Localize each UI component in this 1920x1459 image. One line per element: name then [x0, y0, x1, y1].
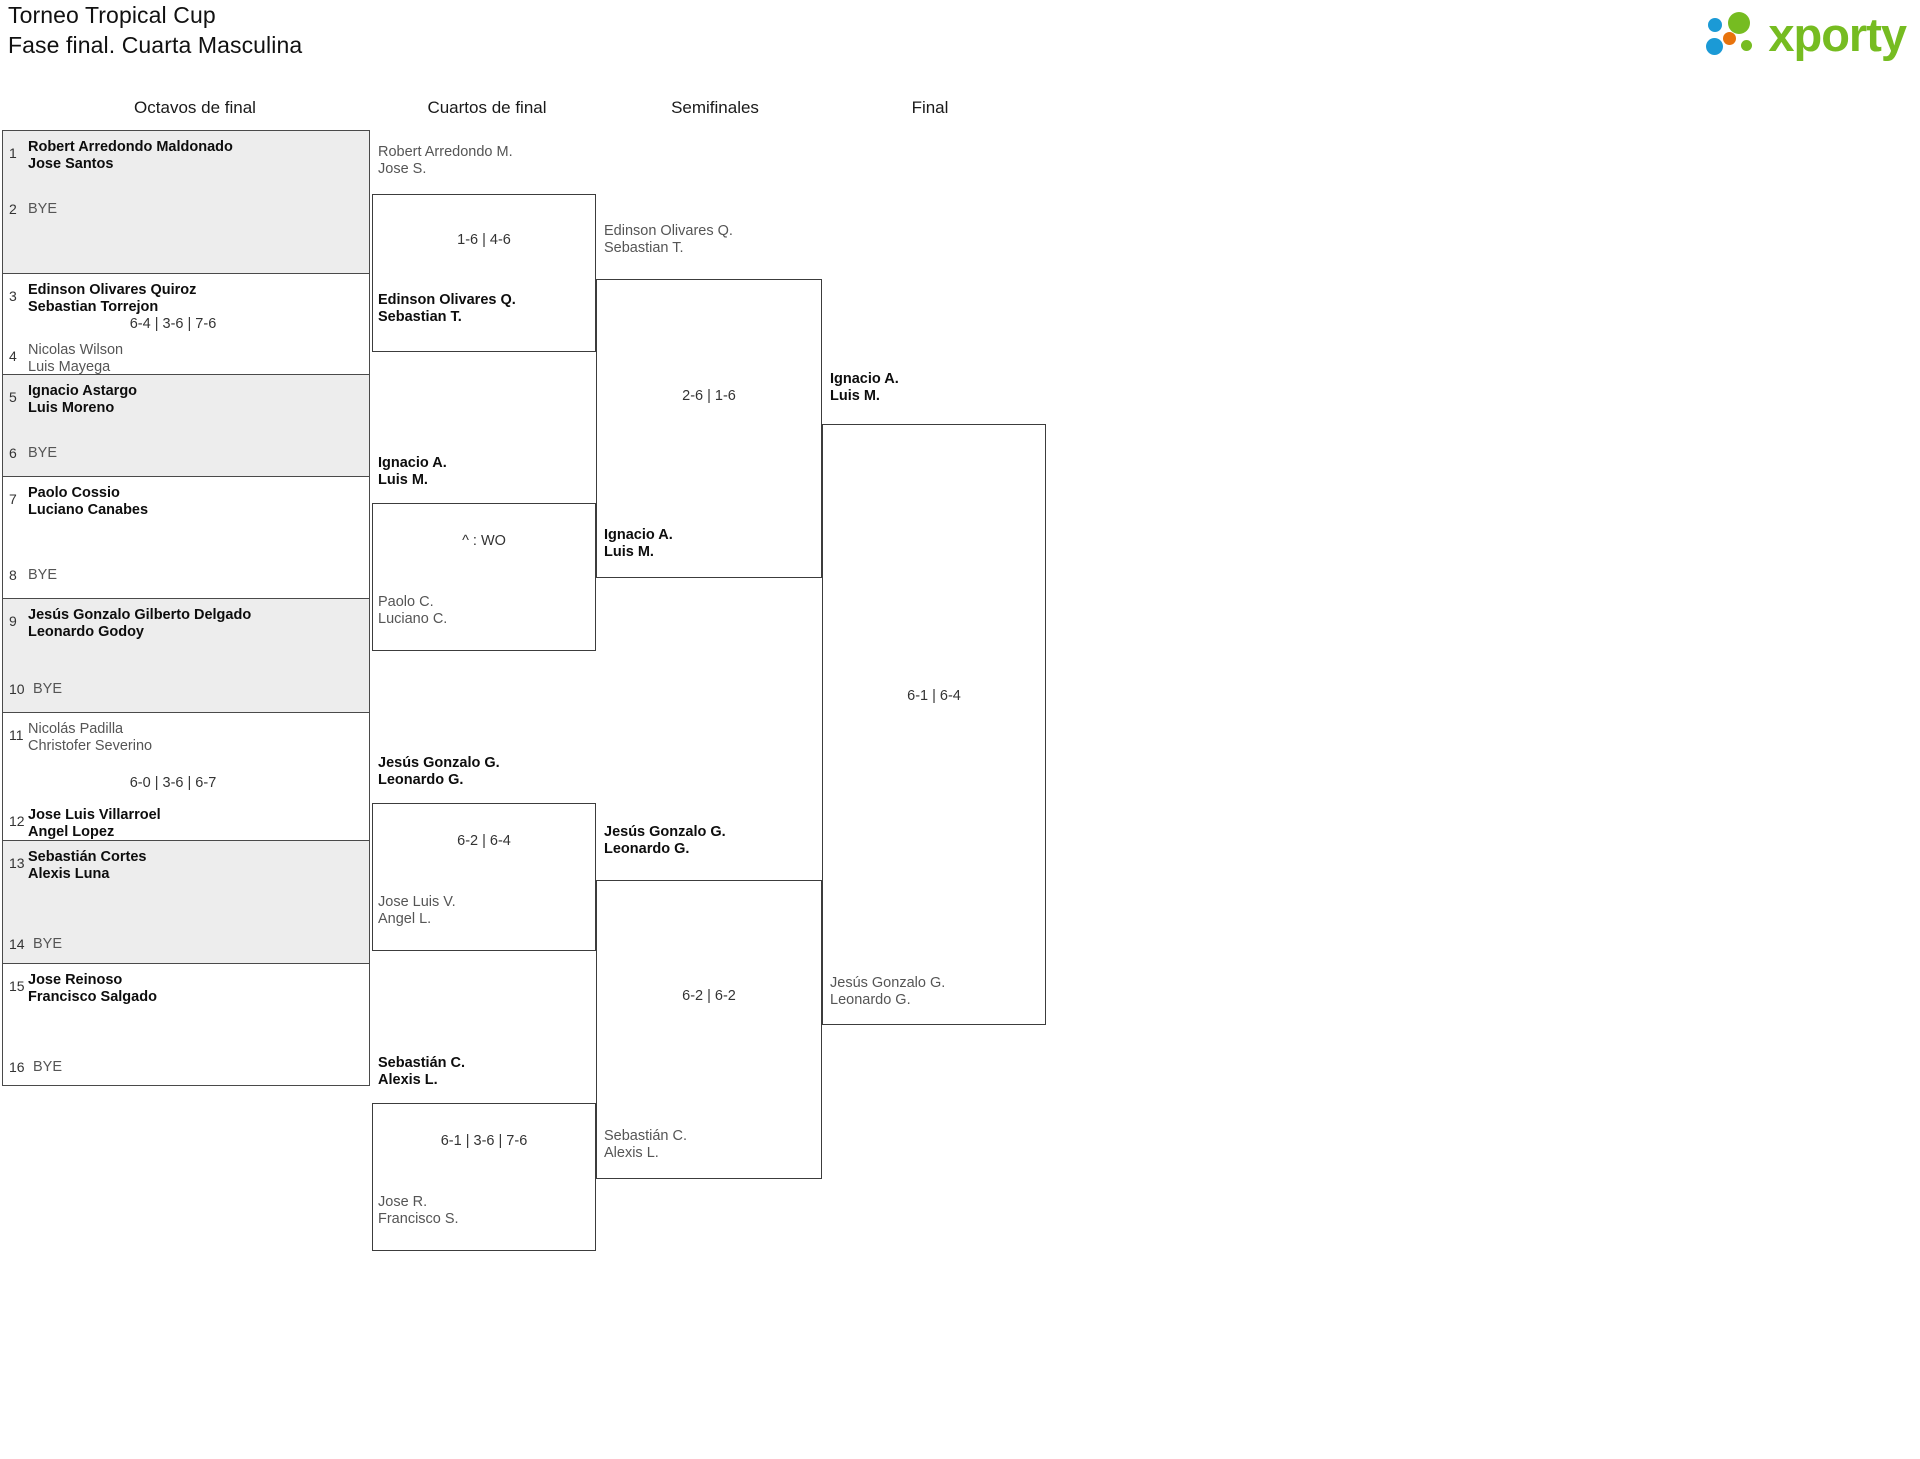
seed-number: 4 [9, 348, 17, 364]
seed-number: 8 [9, 567, 17, 583]
logo-wordmark: xporty [1768, 7, 1907, 61]
r3-match-2[interactable] [596, 880, 822, 1179]
r2-match-1[interactable] [372, 194, 596, 352]
r2-match-4[interactable] [372, 1103, 596, 1251]
r3-slot-top-1: Edinson Olivares Q. Sebastian T. [604, 223, 733, 256]
r1-team-bottom: Jose Luis Villarroel Angel Lopez [28, 807, 161, 840]
seed-number: 16 [9, 1059, 25, 1075]
seed-number: 5 [9, 389, 17, 405]
xporty-logo: xporty [1706, 6, 1907, 62]
seed-number: 9 [9, 613, 17, 629]
r1-team-top: Paolo Cossio Luciano Canabes [28, 485, 149, 518]
r1-team-bottom-bye: BYE [28, 567, 58, 583]
r1-match-8[interactable]: 15 Jose Reinoso Francisco Salgado 16 BYE [2, 963, 370, 1086]
r2-slot-bottom-2: Paolo C. Luciano C. [378, 594, 448, 627]
r1-match-3[interactable]: 5 Ignacio Astargo Luis Moreno 6 BYE [2, 374, 370, 476]
r1-team-top: Jesús Gonzalo Gilberto Delgado Leonardo … [28, 607, 252, 640]
r2-slot-bottom-3: Jose Luis V. Angel L. [378, 894, 456, 927]
r4-slot-bottom-1: Jesús Gonzalo G. Leonardo G. [830, 975, 946, 1008]
r1-team-bottom-bye: BYE [28, 445, 58, 461]
logo-dots-icon [1706, 8, 1762, 60]
r1-match-4[interactable]: 7 Paolo Cossio Luciano Canabes 8 BYE [2, 476, 370, 598]
r2-slot-top-2: Ignacio A. Luis M. [378, 455, 447, 488]
seed-number: 3 [9, 288, 17, 304]
r1-match-2[interactable]: 3 Edinson Olivares Quiroz Sebastian Torr… [2, 273, 370, 375]
r1-team-bottom-bye: BYE [28, 201, 58, 217]
seed-number: 10 [9, 681, 25, 697]
page-title: Torneo Tropical Cup Fase final. Cuarta M… [8, 0, 908, 60]
seed-number: 11 [9, 727, 24, 743]
r2-slot-top-4: Sebastián C. Alexis L. [378, 1055, 466, 1088]
r1-team-top: Edinson Olivares Quiroz Sebastian Torrej… [28, 282, 197, 315]
r4-score-final: 6-1 | 6-4 [907, 688, 961, 704]
r1-team-top: Ignacio Astargo Luis Moreno [28, 383, 138, 416]
seed-number: 1 [9, 145, 17, 161]
seed-number: 7 [9, 491, 17, 507]
r2-slot-bottom-1: Edinson Olivares Q. Sebastian T. [378, 292, 516, 325]
r2-match-3[interactable] [372, 803, 596, 951]
r3-slot-top-2: Jesús Gonzalo G. Leonardo G. [604, 824, 726, 857]
r4-slot-top-1: Ignacio A. Luis M. [830, 371, 899, 404]
r2-score-2: ^ : WO [462, 533, 506, 549]
seed-number: 14 [9, 936, 25, 952]
r2-score-4: 6-1 | 3-6 | 7-6 [440, 1133, 528, 1149]
r1-team-top: Nicolás Padilla Christofer Severino [28, 721, 153, 754]
r1-match-7[interactable]: 13 Sebastián Cortes Alexis Luna 14 BYE [2, 840, 370, 963]
r1-match-1[interactable]: 1 Robert Arredondo Maldonado Jose Santos… [2, 130, 370, 273]
r1-team-bottom-bye: BYE [33, 681, 63, 697]
r3-score-2: 6-2 | 6-2 [682, 988, 736, 1004]
r3-score-1: 2-6 | 1-6 [682, 388, 736, 404]
r3-match-1[interactable] [596, 279, 822, 578]
r1-team-bottom-bye: BYE [33, 1059, 63, 1075]
r2-score-1: 1-6 | 4-6 [457, 232, 511, 248]
r1-match-6[interactable]: 11 Nicolás Padilla Christofer Severino 1… [2, 712, 370, 840]
r1-team-bottom: Nicolas Wilson Luis Mayega [28, 342, 124, 375]
r2-slot-bottom-4: Jose R. Francisco S. [378, 1194, 459, 1227]
r2-match-2[interactable] [372, 503, 596, 651]
seed-number: 6 [9, 445, 17, 461]
r1-team-top: Robert Arredondo Maldonado Jose Santos [28, 139, 233, 172]
seed-number: 12 [9, 813, 25, 829]
r4-match-final[interactable] [822, 424, 1046, 1025]
r2-slot-top-3: Jesús Gonzalo G. Leonardo G. [378, 755, 500, 788]
tournament-phase: Fase final. Cuarta Masculina [8, 32, 303, 58]
r2-score-3: 6-2 | 6-4 [457, 833, 511, 849]
seed-number: 2 [9, 201, 17, 217]
r1-match-5[interactable]: 9 Jesús Gonzalo Gilberto Delgado Leonard… [2, 598, 370, 712]
r1-team-bottom-bye: BYE [33, 936, 63, 952]
r2-slot-top-1: Robert Arredondo M. Jose S. [378, 144, 513, 177]
round-header-final: Final [911, 98, 949, 117]
r1-score: 6-4 | 3-6 | 7-6 [129, 316, 217, 332]
r1-team-top: Jose Reinoso Francisco Salgado [28, 972, 157, 1005]
r3-slot-bottom-2: Sebastián C. Alexis L. [604, 1128, 688, 1161]
seed-number: 15 [9, 978, 25, 994]
r1-score: 6-0 | 3-6 | 6-7 [129, 775, 217, 791]
round-header-cuartos: Cuartos de final [427, 98, 547, 117]
r3-slot-bottom-1: Ignacio A. Luis M. [604, 527, 673, 560]
seed-number: 13 [9, 855, 25, 871]
round-header-octavos: Octavos de final [134, 98, 256, 117]
tournament-name: Torneo Tropical Cup [8, 2, 216, 28]
round-header-semifinales: Semifinales [671, 98, 759, 117]
r1-team-top: Sebastián Cortes Alexis Luna [28, 849, 147, 882]
